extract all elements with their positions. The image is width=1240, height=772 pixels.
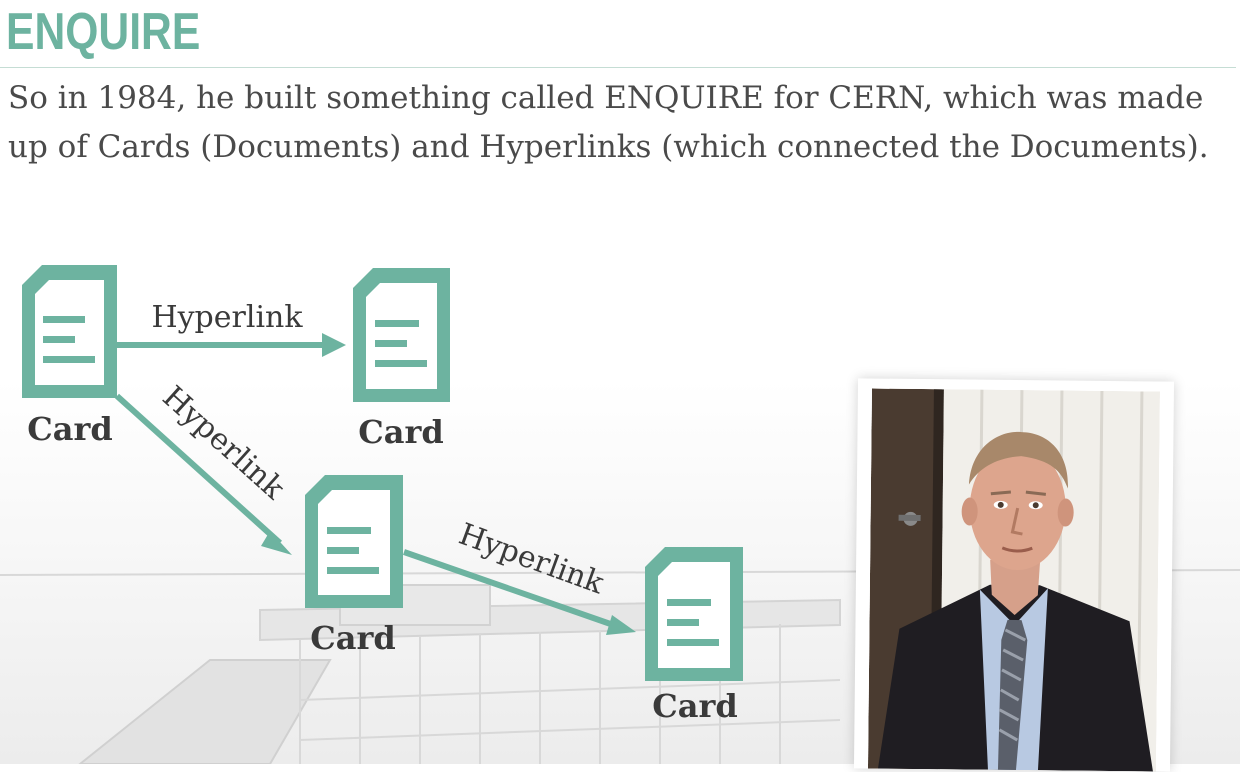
document-icon xyxy=(353,268,450,402)
hyperlink-arrow-2 xyxy=(114,393,292,555)
title-divider xyxy=(0,67,1236,68)
hyperlink-label-1: Hyperlink xyxy=(151,300,303,335)
card-1: Card xyxy=(22,265,117,448)
page-title: ENQUIRE xyxy=(6,3,201,61)
card-3: Card xyxy=(305,475,403,657)
photo-frame xyxy=(853,378,1175,772)
portrait-photo xyxy=(867,388,1160,772)
card-label: Card xyxy=(358,413,443,451)
document-icon xyxy=(645,547,743,681)
hyperlink-label-2: Hyperlink xyxy=(155,379,291,507)
card-label: Card xyxy=(652,687,737,725)
document-icon xyxy=(22,265,117,398)
hyperlink-label-3: Hyperlink xyxy=(454,517,609,602)
card-4: Card xyxy=(645,547,743,725)
document-icon xyxy=(305,475,403,608)
intro-paragraph: So in 1984, he built something called EN… xyxy=(8,80,1209,165)
card-2: Card xyxy=(353,268,450,451)
hyperlink-arrow-3 xyxy=(403,549,636,635)
card-label: Card xyxy=(27,410,112,448)
hyperlink-arrow-1 xyxy=(117,333,346,357)
card-label: Card xyxy=(310,619,395,657)
